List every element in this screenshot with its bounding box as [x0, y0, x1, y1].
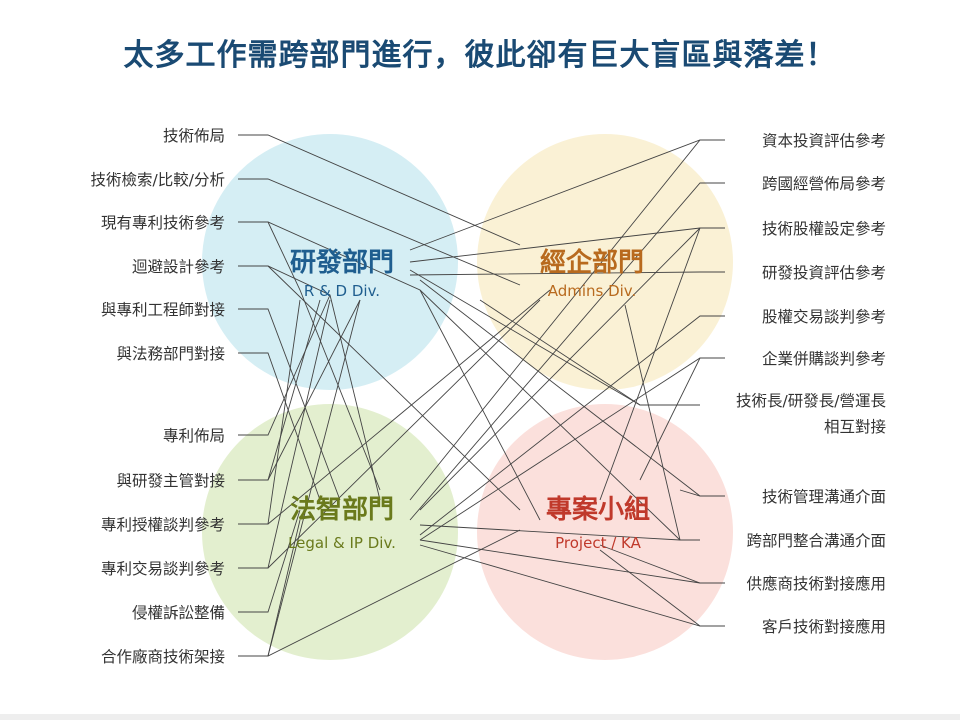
- left-item: 合作廠商技術架接: [101, 647, 225, 666]
- project-circle: [477, 404, 733, 660]
- bottom-divider: [0, 714, 960, 720]
- right-item: 技術長/研發長/營運長: [736, 392, 886, 410]
- right-item: 研發投資評估參考: [762, 264, 886, 282]
- admin-dept-sub: Admins Div.: [548, 282, 637, 300]
- left-labels: 技術佈局 技術檢索/比較/分析 現有專利技術參考 迴避設計參考 與專利工程師對接…: [91, 127, 225, 666]
- right-item: 資本投資評估參考: [762, 132, 886, 150]
- right-item: 跨國經營佈局參考: [762, 175, 886, 193]
- right-item: 客戶技術對接應用: [762, 617, 886, 636]
- legal-dept-name: 法智部門: [290, 495, 394, 525]
- right-item: 相互對接: [824, 418, 886, 436]
- legal-dept-sub: Legal & IP Div.: [288, 534, 396, 552]
- left-item: 迴避設計參考: [132, 258, 225, 276]
- left-item: 與研發主管對接: [116, 472, 225, 490]
- rd-dept-sub: R & D Div.: [304, 282, 380, 300]
- legal-circle: [202, 404, 458, 660]
- left-item: 與法務部門對接: [116, 345, 225, 363]
- right-labels: 資本投資評估參考 跨國經營佈局參考 技術股權設定參考 研發投資評估參考 股權交易…: [736, 132, 886, 636]
- project-dept-sub: Project / KA: [555, 534, 641, 552]
- project-dept-name: 專案小組: [546, 494, 650, 525]
- page-title: 太多工作需跨部門進行，彼此卻有巨大盲區與落差！: [123, 38, 837, 73]
- right-item: 企業併購談判參考: [762, 350, 886, 368]
- left-item: 專利佈局: [163, 427, 225, 445]
- left-item: 專利授權談判參考: [101, 516, 225, 534]
- right-item: 跨部門整合溝通介面: [746, 532, 886, 550]
- right-item: 技術股權設定參考: [762, 220, 886, 238]
- left-item: 現有專利技術參考: [101, 214, 225, 232]
- left-item: 與專利工程師對接: [101, 301, 225, 319]
- left-item: 侵權訴訟整備: [132, 604, 225, 622]
- left-item: 技術檢索/比較/分析: [91, 171, 225, 189]
- rd-dept-name: 研發部門: [290, 248, 394, 278]
- left-item: 技術佈局: [163, 127, 225, 145]
- right-item: 股權交易談判參考: [762, 308, 886, 326]
- right-item: 技術管理溝通介面: [762, 488, 886, 506]
- rd-circle: [202, 134, 458, 390]
- admin-circle: [477, 134, 733, 390]
- left-item: 專利交易談判參考: [101, 560, 225, 578]
- right-item: 供應商技術對接應用: [746, 574, 886, 593]
- admin-dept-name: 經企部門: [540, 247, 644, 278]
- connector-lines: [238, 134, 725, 657]
